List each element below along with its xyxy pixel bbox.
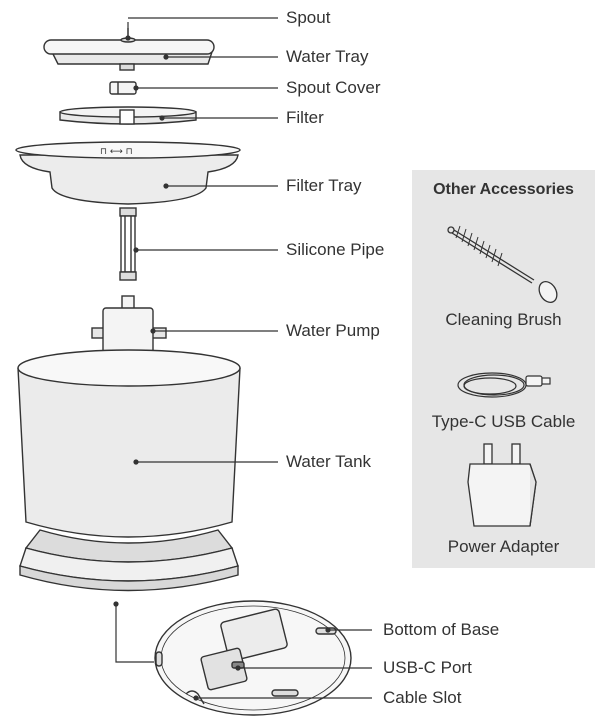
accessories-title: Other Accessories (433, 181, 574, 198)
label-filter: Filter (286, 108, 324, 127)
silicone-pipe-part (119, 207, 137, 281)
label-water-pump: Water Pump (286, 321, 380, 340)
power-adapter-icon (467, 443, 537, 527)
cleaning-brush-label: Cleaning Brush (445, 310, 562, 329)
water-tray-part (43, 28, 215, 71)
svg-text:⊓ ⟷ ⊓: ⊓ ⟷ ⊓ (100, 147, 133, 157)
filter-part (59, 106, 197, 125)
label-water-tank: Water Tank (286, 452, 372, 471)
label-spout: Spout (286, 8, 331, 27)
label-water-tray: Water Tray (286, 47, 369, 66)
label-spout-cover: Spout Cover (286, 78, 381, 97)
leader-lines (113, 17, 372, 701)
water-tank-part (17, 349, 241, 592)
usb-cable-label: Type-C USB Cable (431, 412, 576, 431)
power-adapter-label: Power Adapter (447, 537, 560, 556)
label-cable-slot: Cable Slot (383, 688, 462, 707)
bottom-of-base-part (154, 600, 352, 716)
label-usb-c-port: USB-C Port (383, 658, 472, 677)
water-pump-part (91, 295, 167, 355)
cleaning-brush-icon (447, 225, 558, 303)
spout-cover-part (109, 81, 137, 95)
usb-cable-icon (457, 372, 551, 398)
label-filter-tray: Filter Tray (286, 176, 362, 195)
label-bottom-of-base: Bottom of Base (383, 620, 500, 639)
label-silicone-pipe: Silicone Pipe (286, 240, 385, 259)
filter-tray-part: ⊓ ⟷ ⊓ (15, 141, 241, 205)
other-accessories-panel: Other Accessories Cleaning Brush Type-C … (412, 170, 595, 568)
